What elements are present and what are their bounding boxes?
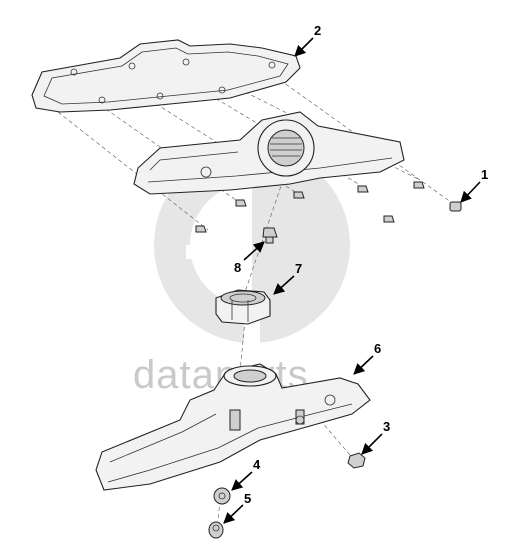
callout-1: 1 [460, 167, 488, 203]
callout-2: 2 [294, 23, 321, 57]
callout-label-4: 4 [253, 457, 261, 472]
cap-part [208, 521, 224, 539]
callout-label-3: 3 [383, 419, 390, 434]
upper-fasteners [195, 181, 425, 233]
nut-part [347, 452, 366, 469]
callout-3: 3 [361, 419, 390, 455]
callout-label-2: 2 [314, 23, 321, 38]
bolt-part [449, 201, 462, 212]
lower-valve-cover [95, 363, 371, 491]
stud-part [262, 227, 278, 244]
callout-label-5: 5 [244, 491, 251, 506]
gasket-part [31, 39, 301, 113]
grommet-part [213, 487, 231, 505]
seal-ring-part [215, 289, 271, 325]
callout-5: 5 [223, 491, 251, 524]
callout-6: 6 [353, 341, 381, 375]
callout-label-8: 8 [234, 260, 241, 275]
callout-8: 8 [234, 241, 265, 275]
callout-label-6: 6 [374, 341, 381, 356]
callout-4: 4 [231, 457, 261, 491]
callout-label-7: 7 [295, 261, 302, 276]
upper-valve-cover [133, 111, 405, 195]
callout-label-1: 1 [481, 167, 488, 182]
callout-7: 7 [273, 261, 302, 295]
